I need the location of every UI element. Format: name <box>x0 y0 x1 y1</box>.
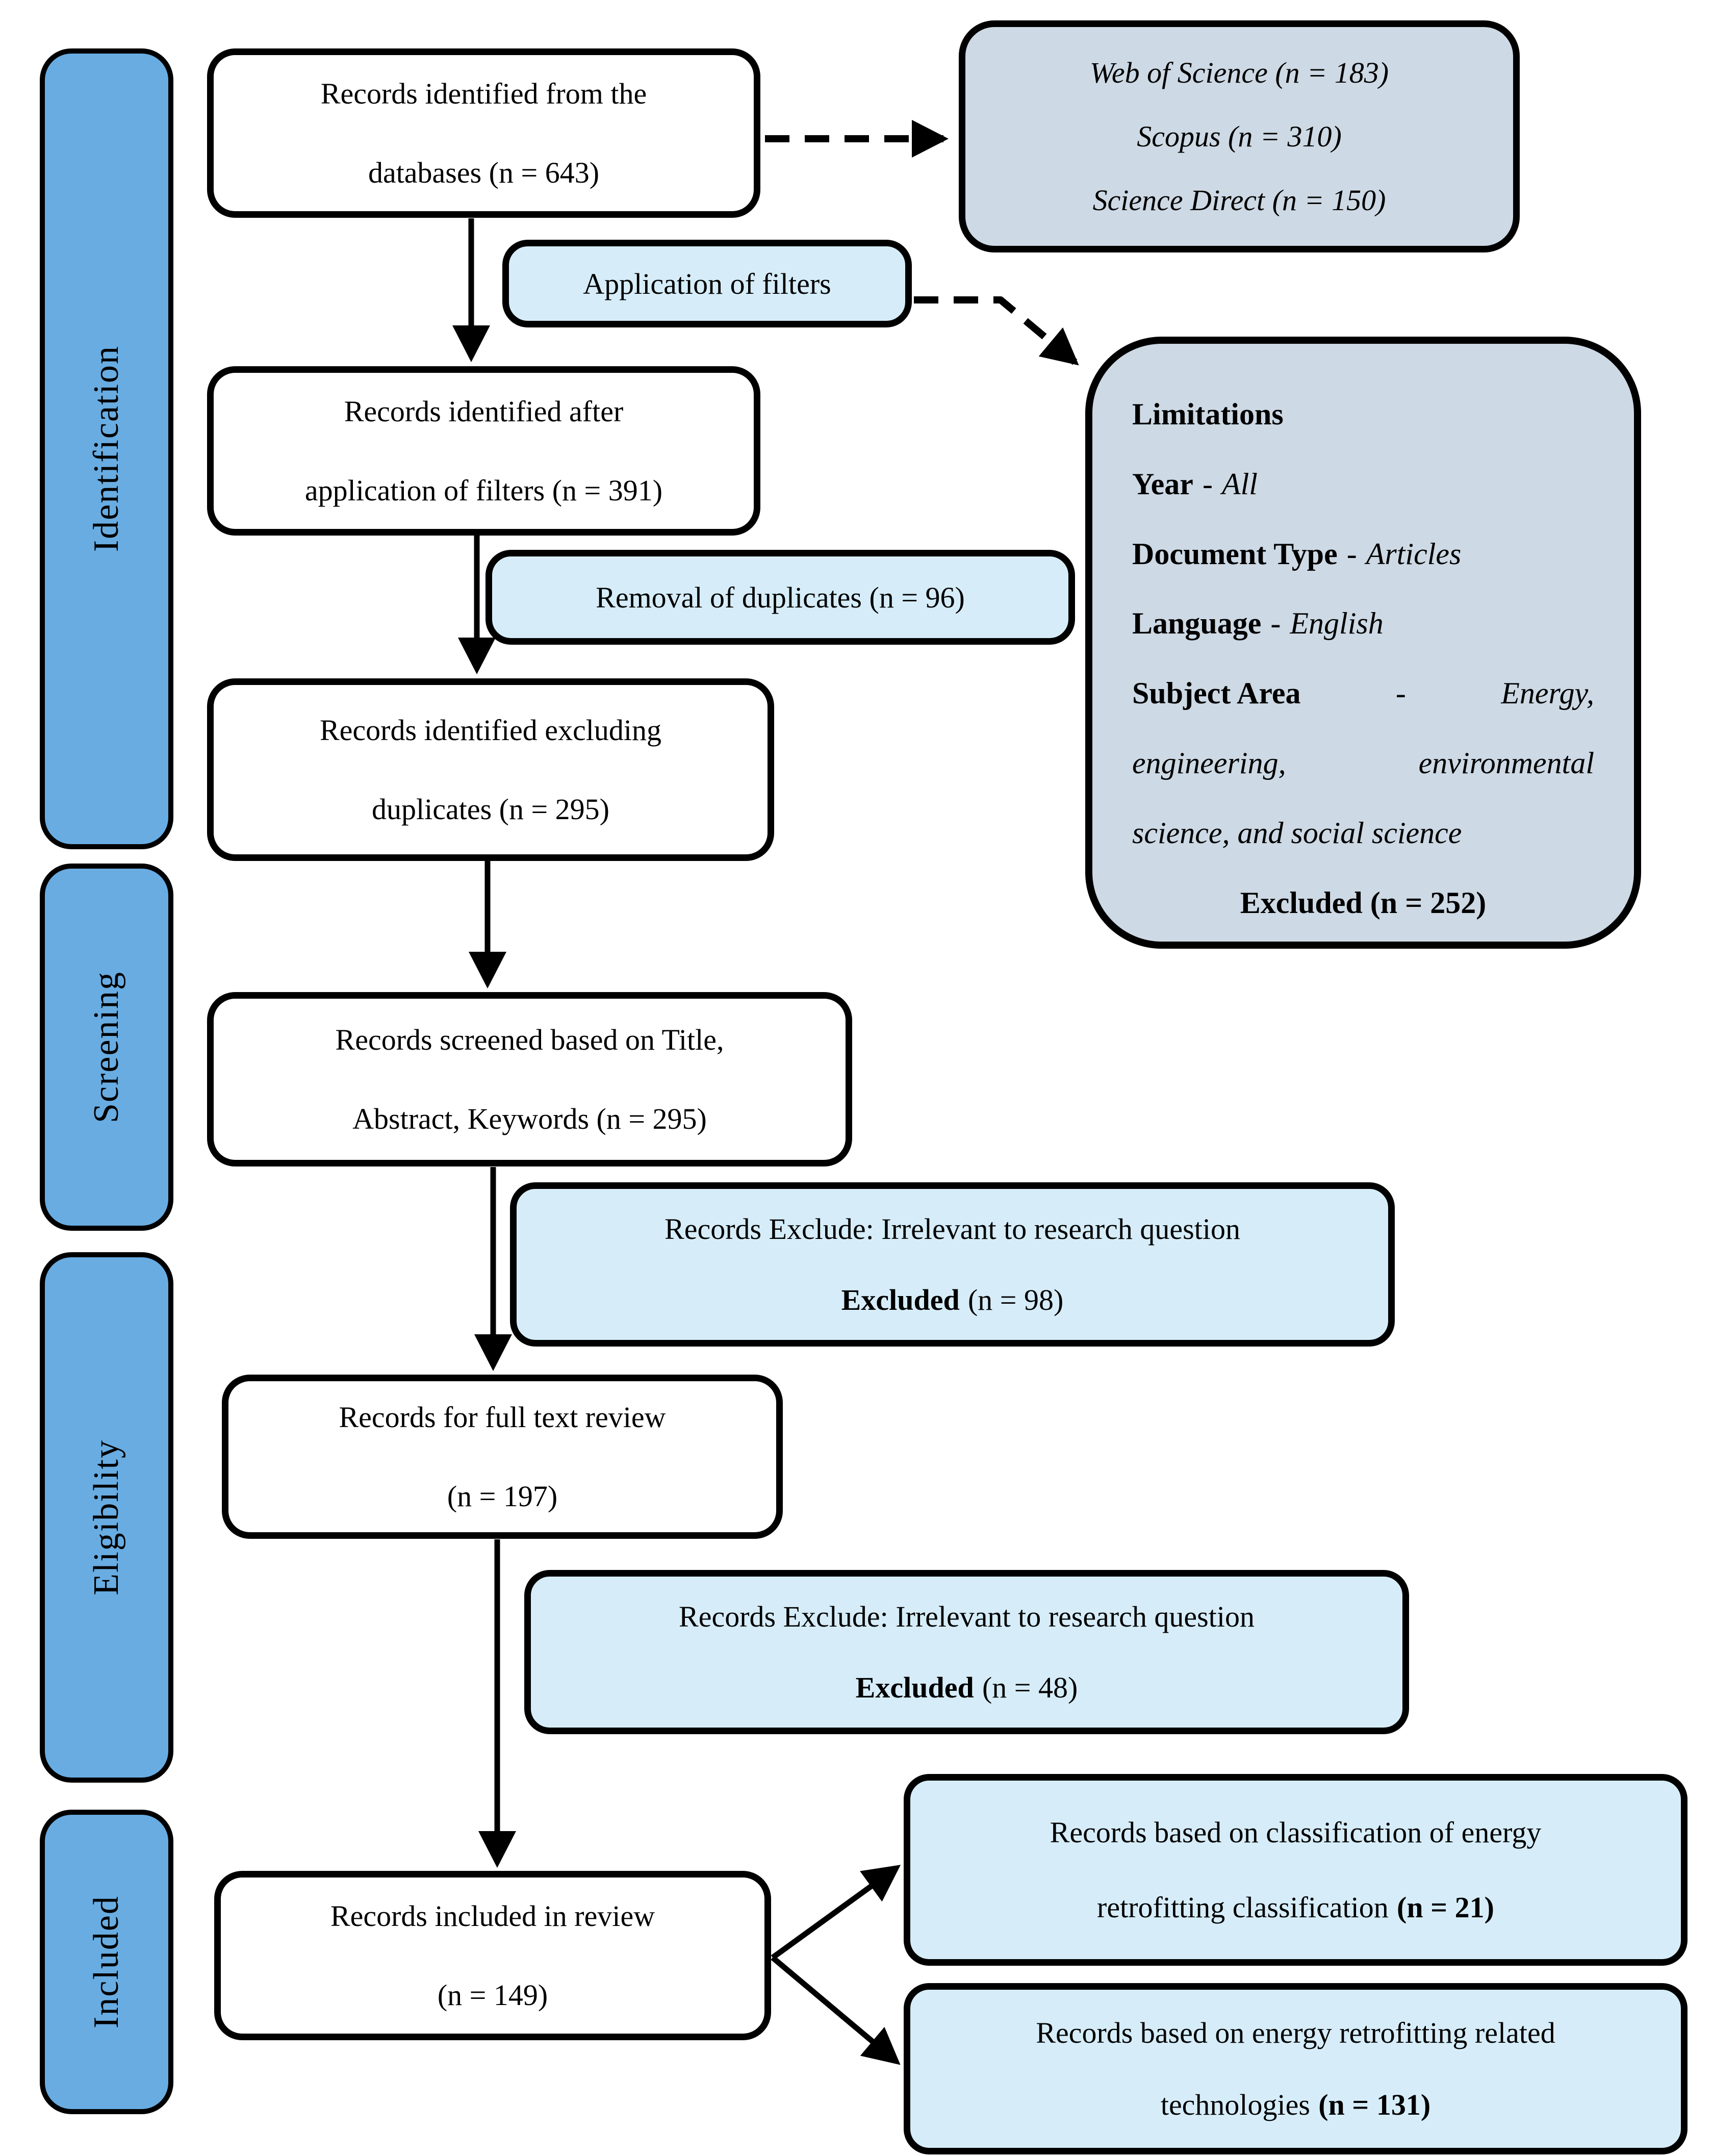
box-line: Removal of duplicates (n = 96) <box>596 580 965 614</box>
limitations-subject-line2: engineering, environmental <box>1132 728 1594 798</box>
limitations-language-label: Language <box>1132 606 1262 641</box>
stage-eligibility: Eligibility <box>40 1252 173 1783</box>
box-records-excluding-duplicates: Records identified excluding duplicates … <box>207 678 774 861</box>
box-line: duplicates (n = 295) <box>372 793 609 826</box>
box-line: retrofitting classification(n = 21) <box>1097 1890 1494 1924</box>
limitations-language-value: English <box>1290 606 1384 641</box>
box-line: Records identified from the <box>320 77 647 110</box>
limitations-subject-label: Subject Area <box>1132 676 1301 711</box>
limitations-doctype: Document Type-Articles <box>1132 519 1594 589</box>
limitations-subject-line1: Subject Area - Energy, <box>1132 658 1594 728</box>
box-database-sources: Web of Science (n = 183) Scopus (n = 310… <box>959 20 1520 252</box>
box-line: Application of filters <box>583 267 831 300</box>
box-line: Excluded(n = 98) <box>841 1283 1064 1317</box>
excluded-word: Excluded <box>841 1283 960 1316</box>
excluded-count: (n = 98) <box>967 1283 1064 1316</box>
limitations-year-value: All <box>1221 467 1258 501</box>
separator: - <box>1202 467 1213 501</box>
box-records-screened: Records screened based on Title, Abstrac… <box>207 992 852 1166</box>
excluded-word: Excluded <box>855 1671 974 1704</box>
separator: - <box>1395 676 1406 711</box>
stage-screening-label: Screening <box>87 971 126 1123</box>
box-line: application of filters (n = 391) <box>304 474 663 507</box>
technologies-text: technologies <box>1160 2088 1310 2121</box>
limitations-subject-value2b: environmental <box>1418 746 1594 780</box>
box-records-identified-db: Records identified from the databases (n… <box>207 48 760 218</box>
box-line: Records Exclude: Irrelevant to research … <box>664 1212 1240 1246</box>
separator: - <box>1270 606 1281 641</box>
box-excluded-48: Records Exclude: Irrelevant to research … <box>524 1570 1409 1734</box>
box-classification: Records based on classification of energ… <box>904 1774 1688 1966</box>
limitations-subject-value1: Energy, <box>1501 676 1594 711</box>
box-removal-of-duplicates: Removal of duplicates (n = 96) <box>485 550 1075 645</box>
box-line: (n = 149) <box>437 1979 548 2012</box>
classification-text: retrofitting classification <box>1097 1891 1389 1924</box>
box-line: technologies(n = 131) <box>1161 2088 1430 2122</box>
box-line: Abstract, Keywords (n = 295) <box>352 1102 707 1135</box>
box-line: Records Exclude: Irrelevant to research … <box>679 1600 1255 1633</box>
box-line: Science Direct (n = 150) <box>1092 184 1386 217</box>
stage-identification-label: Identification <box>87 345 126 552</box>
limitations-doctype-value: Articles <box>1366 537 1462 571</box>
box-line: Records for full text review <box>339 1401 666 1434</box>
arrow-included-to-technologies <box>771 1955 901 2065</box>
box-line: Records screened based on Title, <box>335 1023 724 1056</box>
technologies-count: (n = 131) <box>1318 2088 1431 2121</box>
stage-screening: Screening <box>40 864 173 1231</box>
box-line: Records based on energy retrofitting rel… <box>1036 2016 1555 2049</box>
limitations-subject-value2a: engineering, <box>1132 746 1286 780</box>
limitations-language: Language-English <box>1132 589 1594 658</box>
box-included-in-review: Records included in review (n = 149) <box>214 1871 771 2040</box>
box-line: Records based on classification of energ… <box>1050 1816 1542 1849</box>
limitations-doctype-label: Document Type <box>1132 537 1338 571</box>
classification-count: (n = 21) <box>1397 1891 1494 1924</box>
stage-identification: Identification <box>40 48 173 849</box>
stage-included-label: Included <box>87 1895 126 2028</box>
box-line: Web of Science (n = 183) <box>1089 56 1389 89</box>
limitations-year-label: Year <box>1132 467 1193 501</box>
box-line: Excluded(n = 48) <box>856 1670 1078 1705</box>
box-line: Records identified after <box>344 395 624 428</box>
limitations-year: Year-All <box>1132 449 1594 519</box>
box-full-text-review: Records for full text review (n = 197) <box>222 1375 783 1539</box>
box-records-after-filters: Records identified after application of … <box>207 366 760 536</box>
box-line: Records identified excluding <box>319 714 662 747</box>
box-excluded-98: Records Exclude: Irrelevant to research … <box>510 1182 1395 1347</box>
box-application-of-filters: Application of filters <box>502 240 912 327</box>
box-line: Scopus (n = 310) <box>1137 120 1342 153</box>
box-limitations: Limitations Year-All Document Type-Artic… <box>1085 337 1641 949</box>
dashed-arrow-filters-to-limitations <box>914 296 1079 366</box>
limitations-excluded: Excluded (n = 252) <box>1240 885 1487 920</box>
box-line: (n = 197) <box>447 1480 558 1513</box>
arrow-included-to-classification <box>771 1865 901 1960</box>
limitations-title: Limitations <box>1132 397 1284 431</box>
box-line: databases (n = 643) <box>368 156 600 189</box>
limitations-subject-line3: science, and social science <box>1132 816 1462 850</box>
box-line: Records included in review <box>330 1899 655 1933</box>
box-technologies: Records based on energy retrofitting rel… <box>904 1983 1688 2154</box>
excluded-count: (n = 48) <box>982 1671 1078 1704</box>
separator: - <box>1346 537 1357 571</box>
stage-eligibility-label: Eligibility <box>87 1439 126 1595</box>
stage-included: Included <box>40 1810 173 2114</box>
